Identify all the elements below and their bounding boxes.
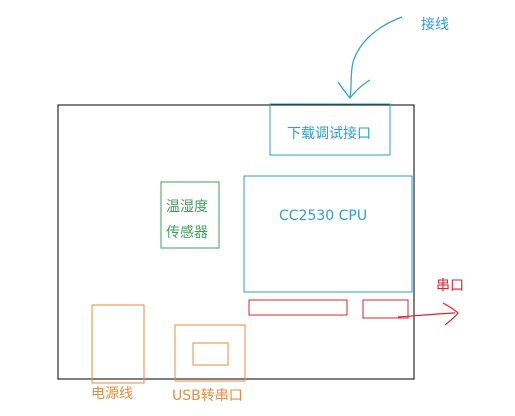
serial-header-short bbox=[362, 299, 409, 319]
usb-serial-label: USB转串口 bbox=[172, 388, 243, 404]
wiring-label: 接线 bbox=[421, 16, 449, 33]
cpu-label: CC2530 CPU bbox=[279, 208, 367, 224]
cpu-box bbox=[243, 175, 413, 293]
wiring-arrow-curve bbox=[349, 16, 403, 98]
debug-port-label: 下载调试接口 bbox=[287, 125, 371, 142]
usb-serial-outer-box bbox=[174, 324, 246, 382]
sensor-label-line2: 传感器 bbox=[166, 224, 208, 241]
serial-arrow-line bbox=[397, 312, 456, 318]
power-line-label: 电源线 bbox=[91, 386, 133, 402]
serial-arrow-head bbox=[442, 302, 459, 326]
board-outline bbox=[57, 104, 415, 380]
debug-port-box bbox=[269, 103, 391, 156]
usb-serial-inner-box bbox=[192, 342, 229, 366]
wiring-arrow-head bbox=[337, 79, 371, 99]
sensor-box bbox=[160, 181, 220, 249]
serial-header-long bbox=[248, 299, 348, 316]
serial-port-label: 串口 bbox=[436, 278, 464, 294]
power-line-box bbox=[91, 304, 145, 384]
sensor-label-line1: 温湿度 bbox=[166, 199, 208, 215]
